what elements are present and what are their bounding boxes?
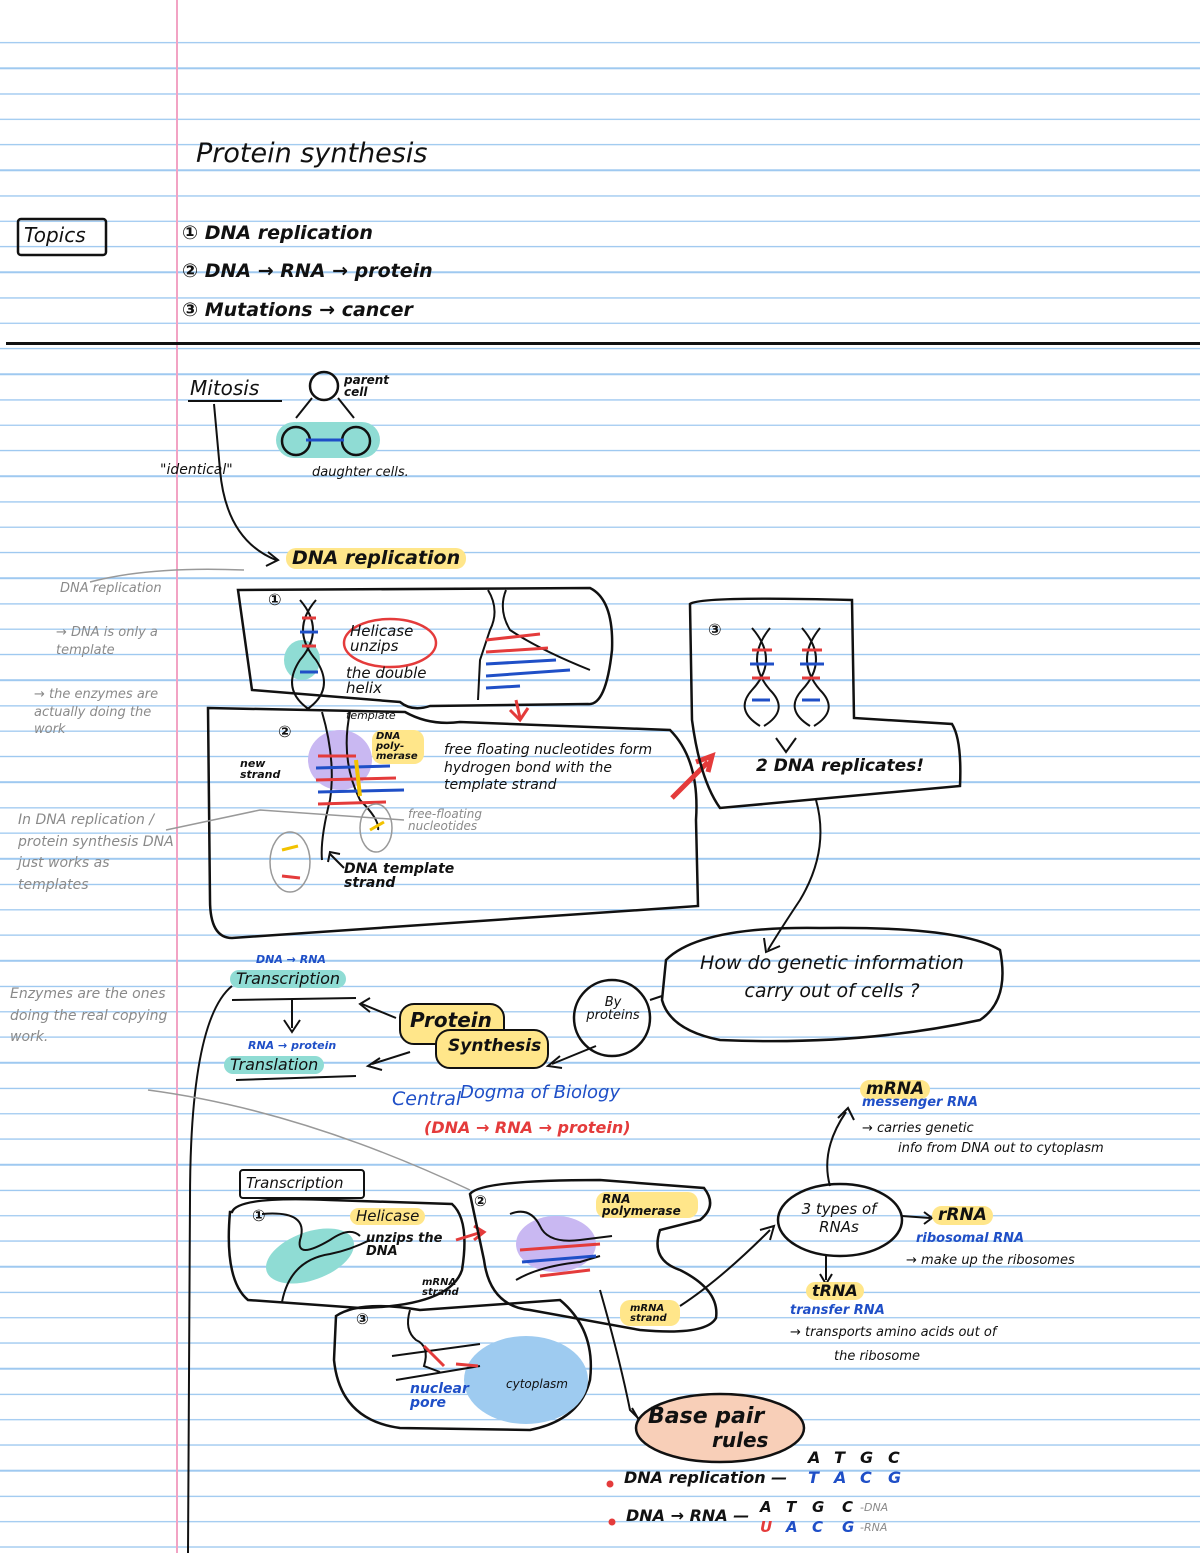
- daughter-cells-label: daughter cells.: [312, 465, 409, 480]
- rrna-full: ribosomal RNA: [916, 1231, 1025, 1246]
- translation-main: Translation: [224, 1056, 325, 1074]
- base-letter: C: [842, 1498, 854, 1516]
- rrna-desc: → make up the ribosomes: [906, 1253, 1075, 1268]
- central-dogma-line1: Central: [392, 1088, 462, 1110]
- topics-label: Topics: [24, 223, 86, 247]
- margin-line: [176, 0, 178, 1553]
- mrna-desc1: → carries genetic: [862, 1121, 974, 1136]
- topic-item: ① DNA replication: [182, 222, 373, 244]
- base-letter: T: [808, 1468, 819, 1487]
- step-number: ①: [268, 590, 282, 609]
- trna-desc1: → transports amino acids out of: [790, 1325, 997, 1340]
- dna-replication-rule-label: DNA replication —: [624, 1468, 788, 1487]
- transcription-main: Transcription: [230, 970, 347, 988]
- helicase-unzips-label: Helicase unzips: [350, 622, 414, 655]
- trna-full: transfer RNA: [790, 1303, 885, 1318]
- margin-note: → the enzymes are actually doing the wor…: [34, 687, 159, 738]
- rna-polymerase-label: RNA polymerase: [596, 1192, 698, 1218]
- margin-note: → DNA is only a template: [56, 625, 158, 658]
- section-divider: [6, 342, 1200, 345]
- base-letter: A: [834, 1468, 847, 1487]
- base-letter: U: [760, 1518, 773, 1536]
- central-dogma-line3: (DNA → RNA → protein): [424, 1118, 631, 1137]
- dna-rna-rule-label: DNA → RNA —: [626, 1506, 750, 1525]
- base-letter: T: [834, 1448, 845, 1467]
- step-number: ①: [252, 1206, 266, 1225]
- trna-name: tRNA: [806, 1282, 864, 1300]
- by-proteins-label: By proteins: [586, 995, 640, 1023]
- transcription-sub: DNA → RNA: [256, 953, 326, 966]
- base-letter: G: [842, 1518, 855, 1536]
- step-number: ②: [278, 722, 292, 741]
- protein-synthesis-line2: Synthesis: [448, 1036, 542, 1056]
- protein-synthesis-line1: Protein: [410, 1008, 492, 1032]
- step-number: ③: [708, 620, 722, 639]
- base-letter: C: [812, 1518, 824, 1536]
- double-helix-label: the double helix: [346, 664, 427, 697]
- dna-template-strand-label: DNA template strand: [344, 861, 455, 891]
- central-dogma-line2: Dogma of Biology: [460, 1082, 621, 1103]
- step-number: ③: [356, 1310, 369, 1328]
- mitosis-title: Mitosis: [190, 376, 260, 400]
- question-bubble-text: How do genetic information carry out of …: [700, 952, 964, 1002]
- base-letter: G: [812, 1498, 825, 1516]
- rna-types-center: 3 types of RNAs: [801, 1200, 877, 1236]
- base-letter: G: [888, 1468, 902, 1487]
- template-label: template: [346, 709, 396, 722]
- margin-note: In DNA replication / protein synthesis D…: [18, 812, 174, 894]
- rna-tag: -RNA: [860, 1521, 888, 1534]
- base-letter: A: [808, 1448, 821, 1467]
- dna-tag: -DNA: [860, 1501, 889, 1514]
- new-strand-label: new strand: [240, 757, 281, 781]
- mrna-strand-label: mRNA strand: [630, 1303, 667, 1324]
- helicase-label: Helicase: [350, 1208, 426, 1225]
- parent-cell-label: parent cell: [344, 373, 390, 399]
- translation-sub: RNA → protein: [248, 1039, 337, 1052]
- mrna-full: messenger RNA: [862, 1095, 978, 1110]
- base-pair-title2: rules: [712, 1428, 769, 1452]
- step-number: ②: [474, 1192, 487, 1210]
- margin-note: Enzymes are the ones doing the real copy…: [10, 986, 168, 1046]
- dna-polymerase-label: DNA poly-merase: [376, 731, 418, 762]
- base-letter: T: [786, 1498, 797, 1516]
- topic-item: ③ Mutations → cancer: [182, 299, 413, 321]
- cytoplasm-label: cytoplasm: [506, 1377, 568, 1391]
- page-title: Protein synthesis: [196, 138, 428, 169]
- base-letter: A: [760, 1498, 772, 1516]
- free-floating-note: free floating nucleotides form hydrogen …: [444, 742, 653, 793]
- base-letter: C: [888, 1448, 900, 1467]
- mrna-name: mRNA: [860, 1080, 931, 1099]
- nuclear-pore-label: nuclear pore: [410, 1381, 469, 1411]
- unzips-dna-label: unzips the DNA: [366, 1231, 443, 1259]
- base-pair-title1: Base pair: [648, 1404, 765, 1429]
- free-nucleotides-label: free-floating nucleotides: [408, 807, 482, 833]
- mrna-strand-label: mRNA strand: [422, 1277, 459, 1298]
- topic-item: ② DNA → RNA → protein: [182, 260, 433, 282]
- transcription-title: Transcription: [246, 1174, 344, 1192]
- mrna-desc2: info from DNA out to cytoplasm: [898, 1141, 1104, 1156]
- dna-replication-heading: DNA replication: [286, 548, 467, 569]
- dna-replicates-label: 2 DNA replicates!: [756, 756, 924, 776]
- identical-label: "identical": [160, 462, 233, 478]
- base-letter: G: [860, 1448, 874, 1467]
- rrna-name: rRNA: [932, 1206, 993, 1225]
- base-letter: C: [860, 1468, 872, 1487]
- base-letter: A: [786, 1518, 798, 1536]
- margin-note: DNA replication: [60, 581, 162, 596]
- trna-desc2: the ribosome: [834, 1349, 921, 1364]
